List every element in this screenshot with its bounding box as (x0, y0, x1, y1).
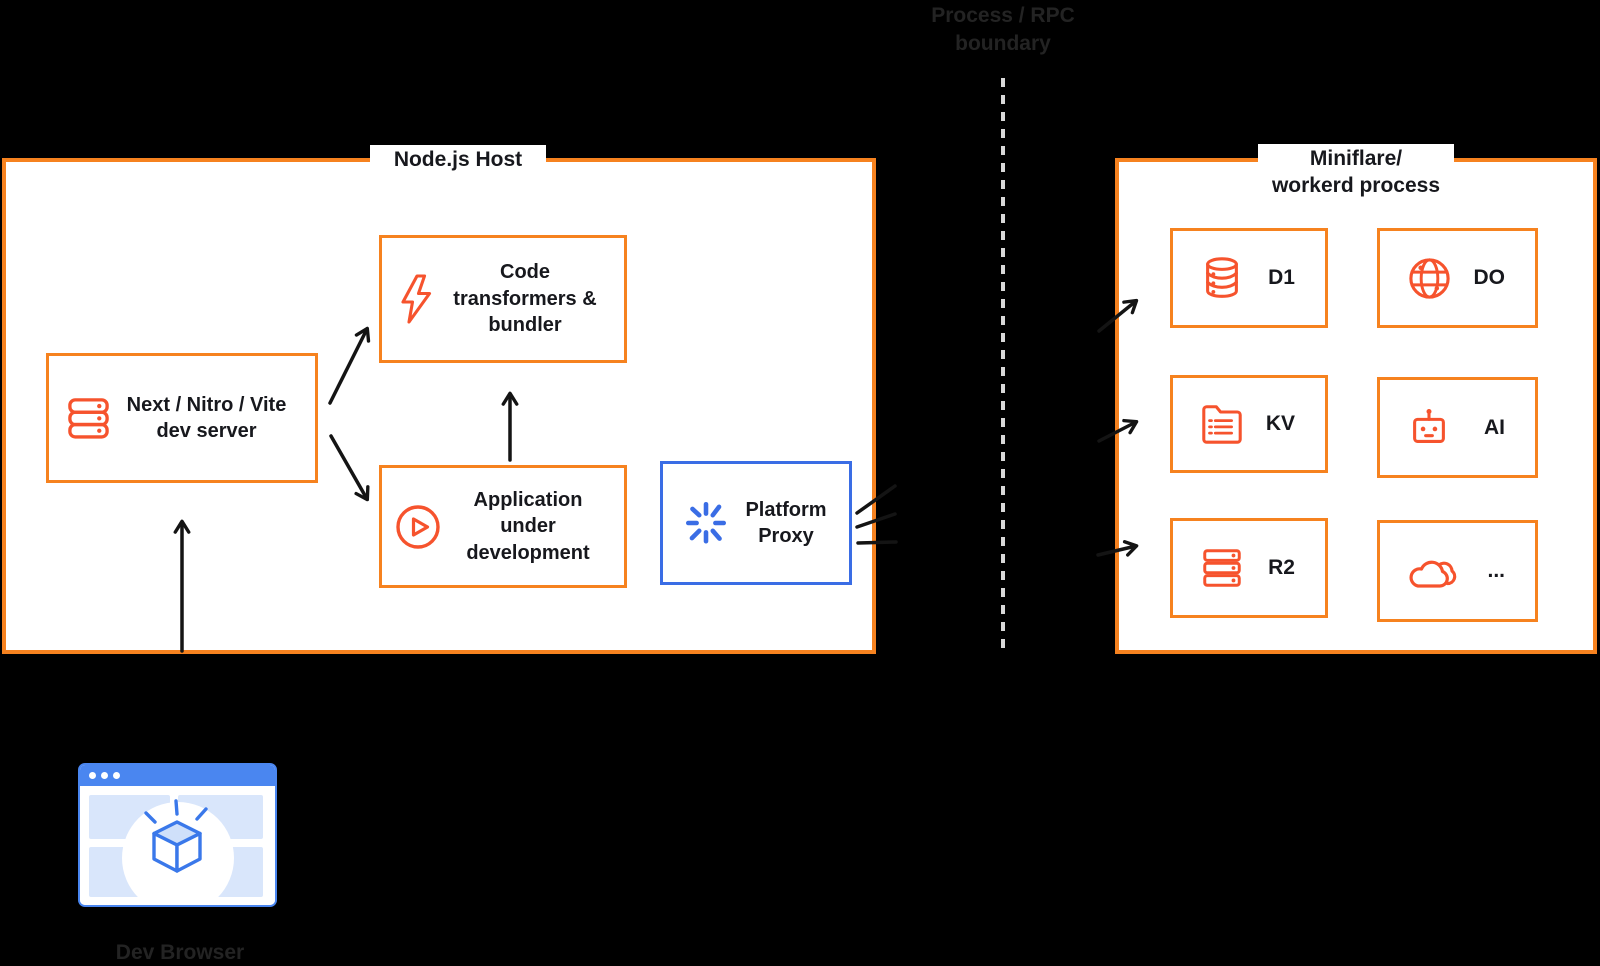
cloud-icon (1406, 550, 1458, 592)
boundary-label-line1: Process / RPC (931, 4, 1075, 27)
service-label: DO (1473, 266, 1506, 289)
platform-proxy-node: Platform Proxy (660, 461, 852, 585)
application-label: Application under development (442, 487, 614, 566)
dev-server-label-line2: dev server (156, 420, 257, 442)
play-circle-icon (394, 503, 442, 551)
titlebar-dot (113, 772, 120, 779)
code-transformers-label: Code transformers & bundler (436, 259, 614, 338)
service-label: D1 (1268, 266, 1295, 289)
nodejs-host-group: Node.js Host Next / Nitro / Vite dev ser… (2, 145, 876, 654)
nodejs-host-title: Node.js Host (370, 145, 546, 175)
browser-content (80, 786, 275, 905)
service-box-ai: AI (1377, 377, 1538, 478)
code-transformers-line1: Code (500, 261, 550, 284)
workerd-title-line1: Miniflare/ (1309, 147, 1403, 170)
robot-icon (1406, 405, 1452, 451)
platform-proxy-line1: Platform (745, 498, 827, 521)
process-rpc-boundary-label: Process / RPC boundary (903, 2, 1103, 57)
application-node: Application under development (379, 465, 627, 588)
folder-list-icon (1199, 401, 1245, 447)
platform-proxy-label: Platform Proxy (731, 497, 841, 550)
lightning-icon (396, 273, 436, 325)
spinner-icon (681, 498, 731, 548)
application-line1: Application (473, 488, 583, 511)
database-icon (1199, 255, 1245, 301)
miniflare-workerd-group: Miniflare/ workerd process D1 (1115, 144, 1597, 654)
service-label: R2 (1268, 556, 1295, 579)
cube-icon (144, 799, 208, 873)
boundary-label-line2: boundary (955, 31, 1051, 55)
server-stack-icon (65, 395, 112, 442)
application-line2: under (500, 515, 556, 538)
service-label: KV (1265, 412, 1295, 435)
browser-titlebar (80, 765, 275, 786)
service-label: ... (1487, 559, 1505, 582)
titlebar-dot (101, 772, 108, 779)
miniflare-workerd-title: Miniflare/ workerd process (1258, 144, 1454, 201)
dev-server-label: Next / Nitro / Vite dev server (112, 392, 301, 445)
dev-server-node: Next / Nitro / Vite dev server (46, 353, 318, 483)
application-line3: development (466, 541, 590, 564)
workerd-title-line2: workerd process (1271, 174, 1441, 198)
browser-window-icon (78, 763, 277, 907)
code-transformers-line2: transformers & (453, 287, 597, 310)
platform-proxy-line2: Proxy (758, 525, 814, 547)
code-transformers-node: Code transformers & bundler (379, 235, 627, 363)
service-box-d1: D1 (1170, 228, 1328, 328)
process-boundary-dashed-line (1001, 78, 1005, 652)
code-transformers-line3: bundler (488, 314, 562, 337)
service-label: AI (1484, 415, 1505, 439)
service-box-do: DO (1377, 228, 1538, 328)
service-box-r2: R2 (1170, 518, 1328, 618)
service-box-kv: KV (1170, 375, 1328, 473)
titlebar-dot (89, 772, 96, 779)
dev-server-label-line1: Next / Nitro / Vite (126, 393, 287, 416)
service-box-more: ... (1377, 520, 1538, 622)
server-rack-icon (1199, 545, 1245, 591)
dev-browser-label: Dev Browser (115, 941, 245, 964)
globe-icon (1406, 255, 1453, 302)
